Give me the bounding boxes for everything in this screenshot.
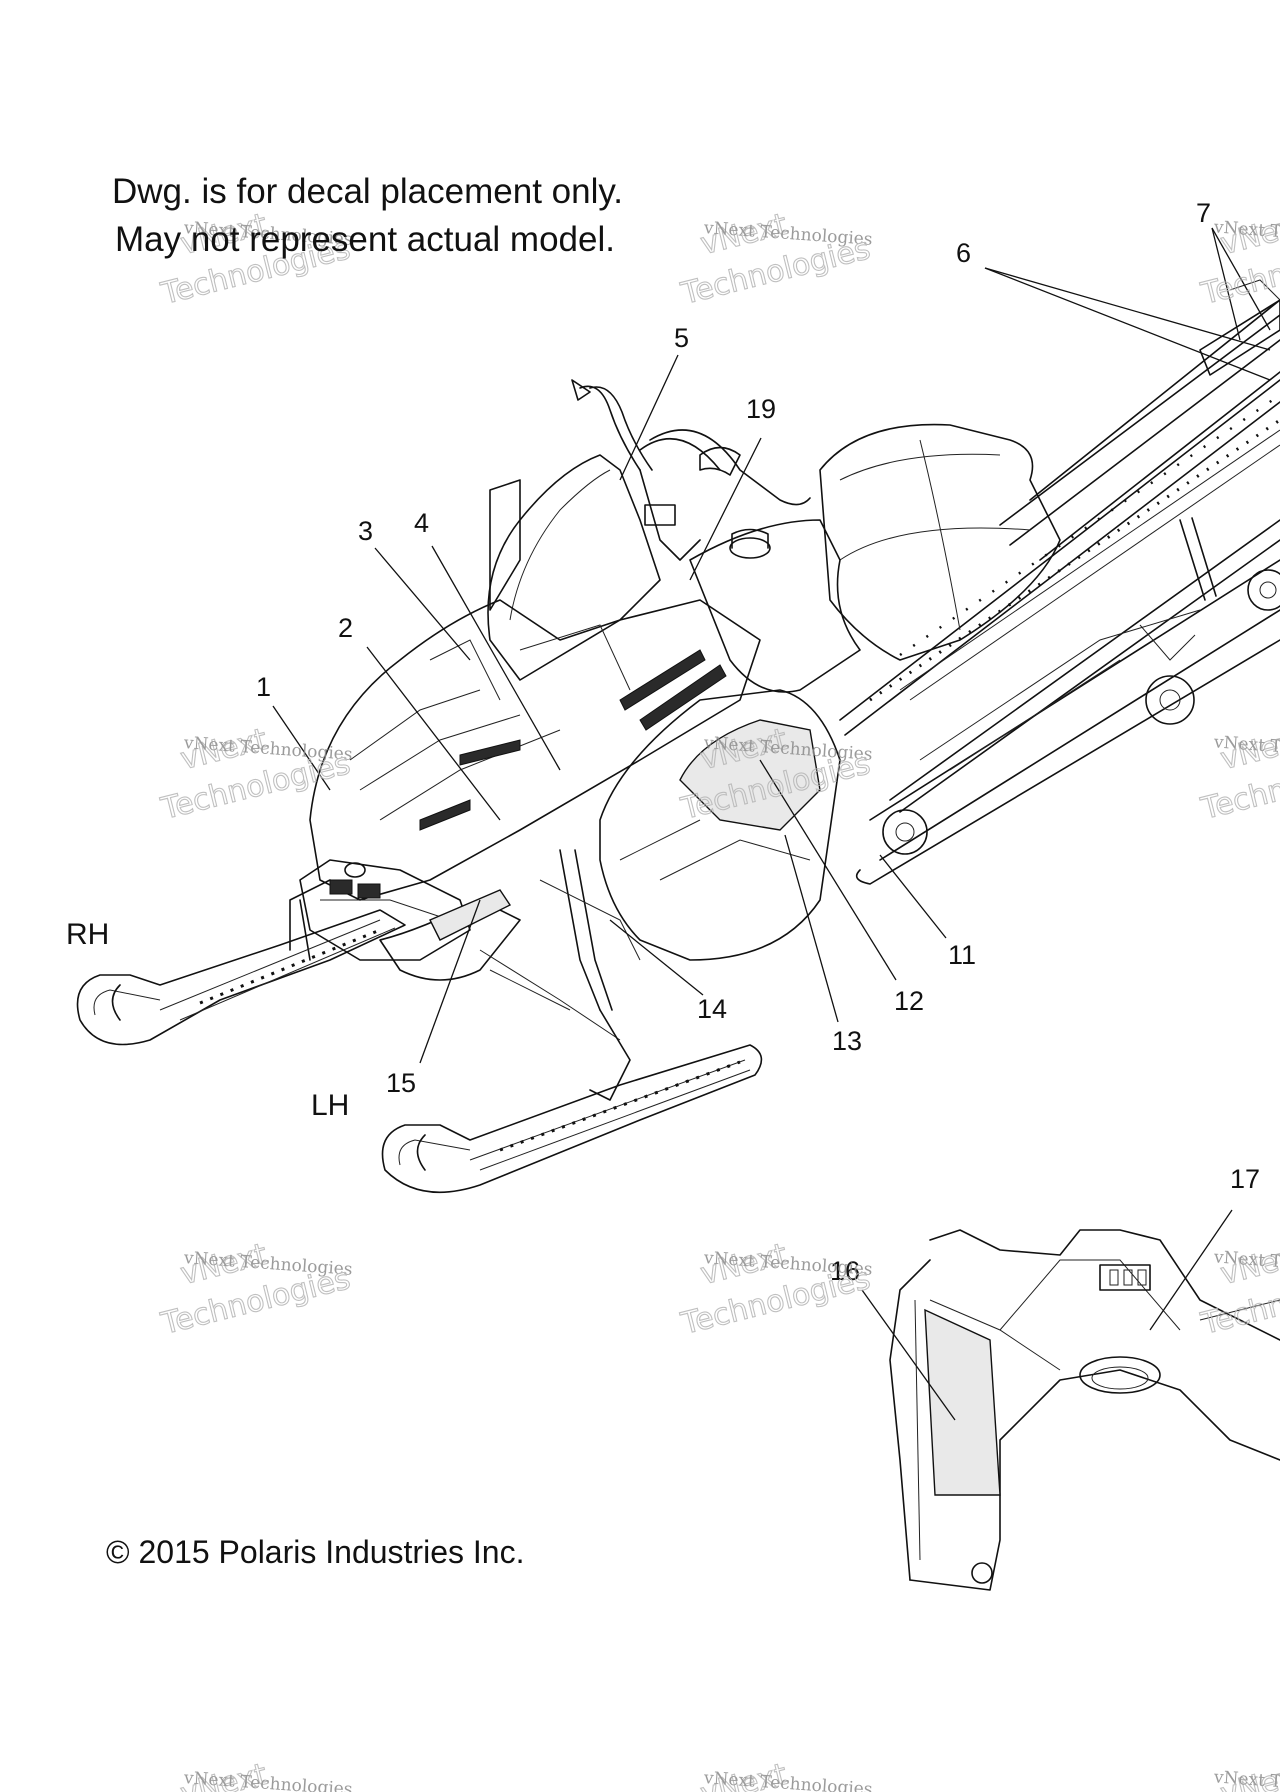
watermark-9: vNext vNext Technologies Technologies (1197, 1236, 1280, 1342)
watermark-7: vNext vNext Technologies Technologies (157, 1236, 355, 1342)
copyright-text: © 2015 Polaris Industries Inc. (106, 1534, 525, 1570)
watermark-12: vNext vNext Technologies (1212, 1756, 1280, 1792)
watermark-4: vNext vNext Technologies Technologies (157, 721, 355, 827)
callout-4: 4 (414, 508, 429, 538)
side-label-lh: LH (311, 1089, 349, 1122)
console (487, 454, 861, 693)
watermark-6: vNext vNext Technologies Technologies (1197, 721, 1280, 827)
seat (819, 423, 1061, 661)
watermark-10: vNext vNext Technologies (177, 1756, 354, 1792)
rear-body-detail (889, 1229, 1280, 1591)
callout-7: 7 (1196, 198, 1211, 228)
callout-1: 1 (256, 672, 271, 702)
callout-12: 12 (894, 986, 924, 1016)
callout-15: 15 (386, 1068, 416, 1098)
watermark-2: vNext vNext Technologies Technologies (677, 206, 875, 312)
watermark-8: vNext vNext Technologies Technologies (677, 1236, 875, 1342)
drawing-note-line2: May not represent actual model. (115, 220, 615, 259)
callout-17: 17 (1230, 1164, 1260, 1194)
drawing-note-line1: Dwg. is for decal placement only. (112, 172, 623, 211)
callout-14: 14 (697, 994, 727, 1024)
callout-3: 3 (358, 516, 373, 546)
callout-19: 19 (746, 394, 776, 424)
callout-16: 16 (830, 1256, 860, 1286)
watermark-5: vNext vNext Technologies Technologies (677, 721, 875, 827)
callout-2: 2 (338, 613, 353, 643)
callout-6: 6 (956, 238, 971, 268)
callout-numbers: 1 2 3 4 5 6 7 11 12 13 14 15 16 17 19 (256, 198, 1260, 1286)
svg-text:vNext Technologies: vNext Technologies (1212, 1767, 1280, 1792)
watermark-11: vNext vNext Technologies (697, 1756, 874, 1792)
leader-lines (272, 227, 1271, 1421)
svg-text:vNext Technologies: vNext Technologies (702, 1768, 873, 1792)
handlebar (571, 379, 811, 561)
hood (299, 599, 841, 981)
callout-11: 11 (948, 940, 976, 970)
skis (76, 909, 763, 1194)
callout-5: 5 (674, 323, 689, 353)
tunnel-and-track (839, 279, 1280, 885)
callout-13: 13 (832, 1026, 862, 1056)
side-label-rh: RH (66, 918, 109, 951)
front-suspension (289, 849, 641, 1101)
svg-text:vNext Technologies: vNext Technologies (182, 1768, 353, 1792)
